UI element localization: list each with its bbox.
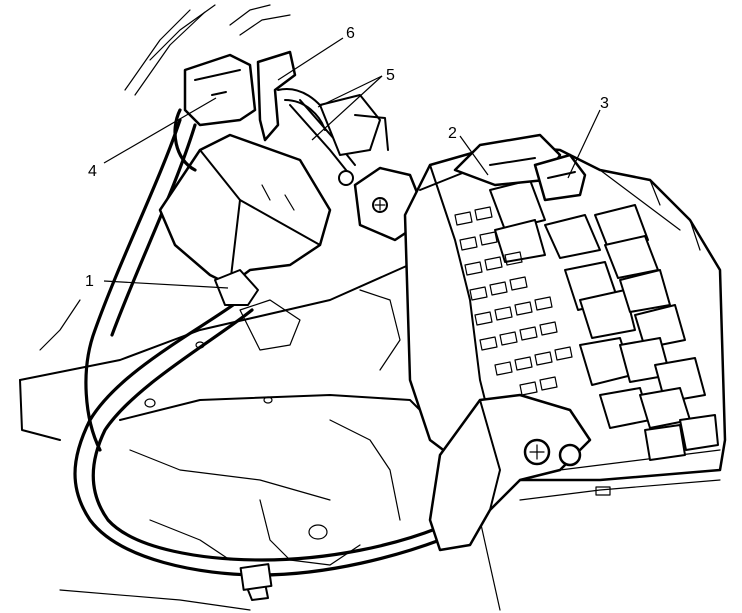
lower-terminal-block bbox=[428, 393, 592, 552]
callout-4: 4 bbox=[88, 163, 97, 180]
callout-2: 2 bbox=[448, 125, 457, 142]
callout-3: 3 bbox=[600, 95, 609, 112]
fuse-rows bbox=[454, 206, 573, 396]
callout-labels: 1 2 3 4 5 6 bbox=[85, 25, 609, 290]
leader-3 bbox=[567, 109, 601, 179]
harness-loop bbox=[73, 118, 442, 601]
leader-1 bbox=[103, 280, 229, 289]
bolt-bracket bbox=[353, 166, 422, 242]
callout-leaders bbox=[103, 37, 601, 289]
main-connector bbox=[158, 133, 332, 306]
bracket-6 bbox=[256, 50, 331, 142]
connector-2 bbox=[453, 133, 562, 187]
upper-wire-bundle bbox=[124, 4, 291, 96]
leader-5b bbox=[311, 75, 383, 141]
leader-6 bbox=[277, 37, 344, 81]
callout-5: 5 bbox=[386, 67, 395, 84]
leader-4 bbox=[103, 97, 217, 164]
connector-4 bbox=[173, 53, 257, 172]
leader-2 bbox=[459, 135, 489, 176]
callout-6: 6 bbox=[346, 25, 355, 42]
leader-5a bbox=[317, 75, 383, 108]
callout-1: 1 bbox=[85, 273, 94, 290]
clamp-5 bbox=[289, 94, 389, 186]
